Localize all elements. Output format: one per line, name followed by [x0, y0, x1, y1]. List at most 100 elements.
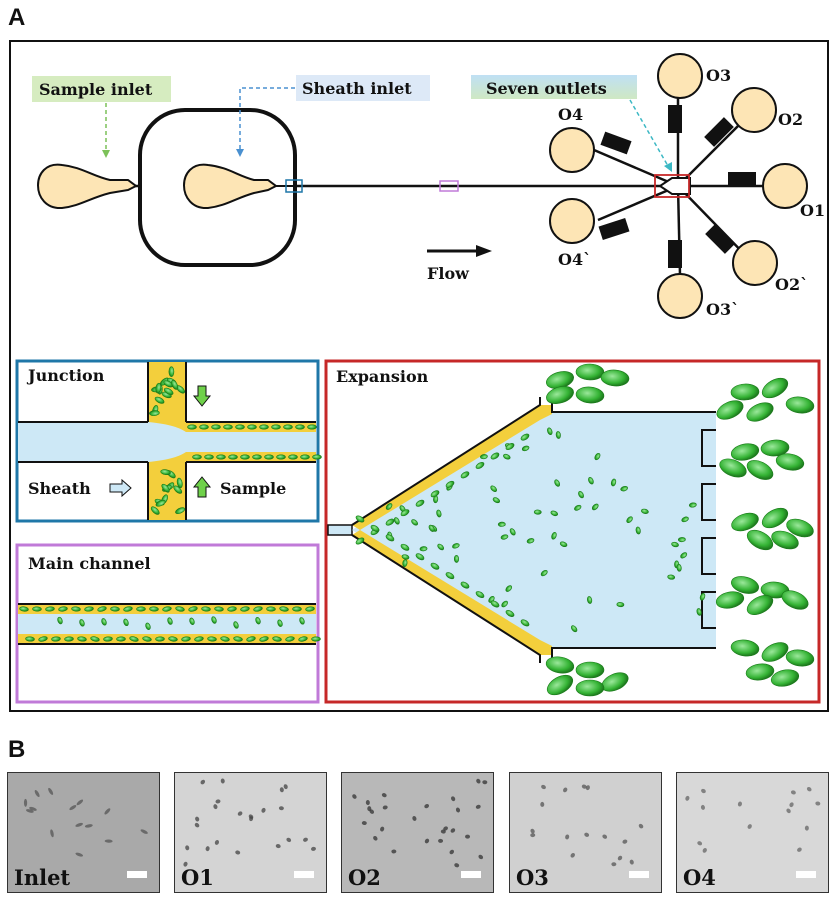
cell-speckle — [540, 801, 545, 807]
cell — [247, 424, 257, 430]
cell — [550, 510, 559, 517]
cell — [545, 656, 575, 674]
cell — [228, 454, 238, 460]
cell — [667, 574, 676, 580]
cell — [730, 639, 760, 657]
cell — [160, 469, 171, 476]
cell-speckle — [185, 845, 190, 851]
cell-speckle — [214, 839, 220, 845]
cell — [445, 480, 455, 488]
flow-label: Flow — [427, 264, 470, 283]
cell — [90, 636, 100, 642]
cell — [283, 424, 293, 430]
cell — [492, 497, 501, 504]
cell — [385, 518, 395, 526]
cell — [760, 439, 790, 457]
cell — [204, 454, 214, 460]
cell — [264, 454, 274, 460]
cell-speckle — [104, 839, 113, 843]
scale-bar — [127, 871, 147, 878]
panel-label-a: A — [8, 4, 26, 31]
cell — [235, 424, 245, 430]
cell — [551, 532, 557, 540]
cell — [279, 606, 289, 612]
cell — [520, 433, 530, 441]
cell-speckle — [200, 779, 206, 785]
expansion-cells — [355, 363, 815, 697]
junction-cells — [149, 366, 322, 515]
micrograph-o2: O2 — [341, 772, 494, 893]
cell-speckle — [797, 847, 802, 852]
cell-speckle — [424, 803, 430, 809]
cell — [259, 424, 269, 430]
scale-bar — [294, 871, 314, 878]
cell-speckle — [380, 826, 385, 832]
cell — [785, 396, 815, 414]
cell — [610, 478, 617, 487]
cell — [677, 537, 686, 543]
cell-speckle — [450, 828, 456, 833]
cell — [227, 606, 237, 612]
cell-speckle — [815, 801, 821, 806]
cell — [123, 618, 129, 627]
cell-speckle — [701, 788, 706, 794]
cell — [641, 508, 649, 514]
cell-speckle — [449, 849, 455, 855]
cell — [555, 431, 561, 439]
cell-speckle — [700, 804, 705, 810]
cell — [58, 606, 68, 612]
junction-marker — [285, 179, 303, 193]
cell — [509, 528, 516, 536]
cell — [312, 454, 322, 460]
cell — [71, 606, 81, 612]
cell-speckle — [50, 829, 54, 838]
cell-speckle — [412, 816, 417, 821]
cell-speckle — [530, 828, 535, 834]
cell — [559, 541, 568, 548]
cell — [775, 453, 805, 471]
cell — [110, 606, 120, 612]
main-channel-title: Main channel — [28, 554, 151, 573]
cell — [307, 424, 317, 430]
cell — [600, 369, 630, 387]
cell-speckle — [183, 861, 188, 867]
cell — [142, 636, 152, 642]
cell-speckle — [443, 826, 448, 831]
cell — [393, 517, 400, 525]
cell-speckle — [310, 846, 316, 851]
cell — [233, 636, 243, 642]
cell — [155, 382, 162, 394]
outlet-label-o4: O4 — [558, 105, 583, 124]
cell — [285, 636, 295, 642]
cell-speckle — [220, 778, 225, 784]
cell-speckle — [629, 859, 634, 865]
cell — [681, 516, 689, 523]
cell-speckle — [303, 837, 308, 842]
outlet-label-o3p: O3` — [706, 300, 739, 319]
cell — [575, 386, 605, 404]
cell-speckle — [617, 855, 623, 861]
cell — [162, 606, 172, 612]
cell-speckle — [249, 816, 254, 822]
cell — [626, 516, 633, 524]
cell-speckle — [478, 854, 484, 860]
cell — [129, 636, 139, 642]
cell-speckle — [75, 852, 84, 857]
cell-speckle — [373, 835, 378, 841]
outlet-label-o4p: O4` — [558, 250, 591, 269]
cell — [785, 649, 815, 667]
cell — [554, 479, 561, 487]
cell — [578, 491, 584, 499]
cell — [503, 453, 511, 460]
cell — [295, 424, 305, 430]
cell — [171, 379, 179, 390]
cell-speckle — [804, 825, 809, 831]
micrograph-o3: O3 — [509, 772, 662, 893]
cell — [497, 521, 506, 527]
cell — [430, 490, 440, 498]
cell — [671, 541, 679, 548]
cell-speckle — [482, 780, 488, 785]
main-channel-inset — [15, 543, 321, 704]
cell — [400, 509, 410, 517]
expansion-inset — [324, 359, 821, 704]
